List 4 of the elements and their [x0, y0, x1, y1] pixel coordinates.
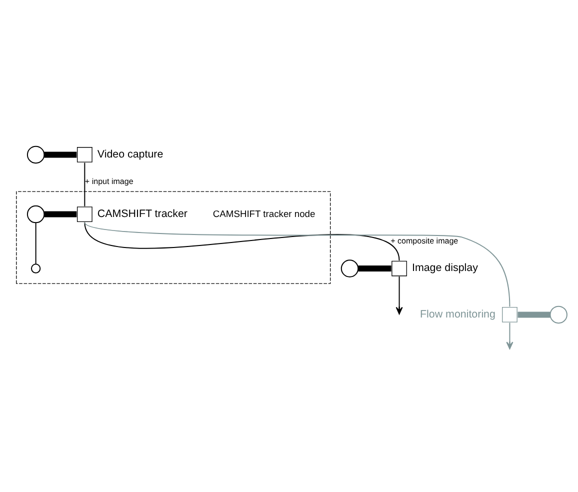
- node-label: Flow monitoring: [420, 308, 496, 320]
- node-label: CAMSHIFT tracker: [97, 208, 188, 220]
- node-label: Video capture: [97, 148, 164, 160]
- node-label: Image display: [412, 262, 478, 274]
